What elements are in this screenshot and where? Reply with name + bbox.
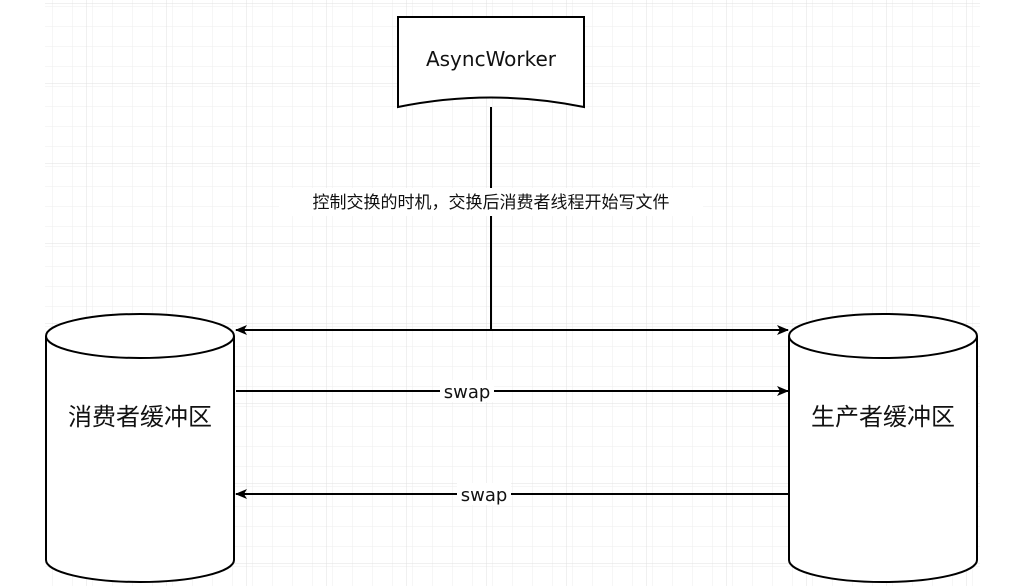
swap-bottom-label: swap — [461, 485, 508, 506]
consumer-buffer-node[interactable]: 消费者缓冲区 — [45, 313, 235, 583]
control-note: 控制交换的时机，交换后消费者线程开始写文件 — [313, 193, 670, 213]
async-worker-node[interactable]: AsyncWorker — [397, 16, 585, 109]
producer-buffer-label: 生产者缓冲区 — [811, 403, 955, 431]
swap-top-label: swap — [444, 382, 491, 403]
producer-buffer-node[interactable]: 生产者缓冲区 — [788, 313, 978, 583]
swap-top-bg — [440, 380, 494, 402]
swap-bottom-bg — [457, 483, 511, 505]
consumer-buffer-label: 消费者缓冲区 — [68, 403, 212, 431]
control-note-bg — [279, 188, 703, 216]
async-worker-label: AsyncWorker — [426, 47, 557, 71]
